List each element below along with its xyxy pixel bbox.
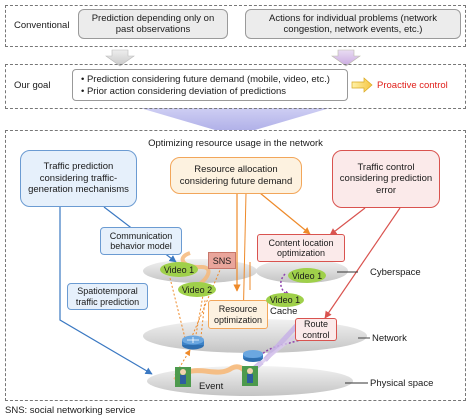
network-label: Network (372, 333, 407, 344)
conventional-panel (5, 5, 466, 47)
video1-cache: Video 1 (266, 293, 304, 307)
goal-label: Our goal (14, 80, 51, 91)
blue-arrow-to-physical (59, 207, 153, 375)
optimizing-panel (5, 130, 466, 401)
router-icon-left (182, 335, 204, 350)
purple-dotted-cache-arrow (280, 273, 293, 299)
optimizing-title: Optimizing resource usage in the network (148, 138, 323, 149)
traffic-control-box: Traffic control considering prediction e… (332, 150, 440, 208)
goal-bullets-box: • Prediction considering future demand (… (72, 69, 348, 101)
route-control-box: Route control (295, 318, 337, 341)
footnote: SNS: social networking service (5, 405, 136, 416)
person-icon-left (175, 367, 191, 387)
resource-optimization-box: Resource optimization (208, 300, 268, 329)
goal-bullet-1: • Prediction considering future demand (… (81, 74, 330, 85)
conventional-box-prediction: Prediction depending only on past observ… (78, 9, 228, 39)
video-flow-wave (180, 251, 211, 288)
cyberspace-label: Cyberspace (370, 267, 421, 278)
conventional-arrow-left (105, 49, 135, 67)
content-location-box: Content location optimization (257, 234, 345, 262)
cache-label: Cache (270, 306, 298, 317)
spatiotemporal-prediction-box: Spatiotemporal traffic prediction (67, 283, 148, 310)
person-icon-right (242, 366, 258, 386)
proactive-control-label: Proactive control (377, 80, 448, 91)
orange-arrow-to-content (259, 192, 311, 235)
communication-behavior-model-box: Communication behavior model (100, 227, 182, 255)
conventional-box-actions: Actions for individual problems (network… (245, 9, 461, 39)
resource-allocation-box: Resource allocation considering future d… (170, 157, 302, 194)
goal-bullet-2: • Prior action considering deviation of … (81, 86, 287, 97)
video1-cyber-right: Video 1 (288, 268, 326, 283)
event-label: Event (199, 381, 224, 392)
traffic-prediction-box: Traffic prediction considering traffic-g… (20, 150, 137, 207)
sns-box: SNS (208, 252, 236, 269)
video1-cyber-left: Video 1 (160, 262, 198, 277)
goal-panel (5, 64, 466, 109)
video2-cyber: Video 2 (178, 282, 216, 297)
conventional-label: Conventional (14, 20, 70, 31)
red-arrow-to-route (324, 207, 401, 319)
red-arrow-to-content (329, 207, 366, 236)
conventional-arrow-right (331, 49, 361, 67)
proactive-arrow-icon (351, 77, 373, 93)
physical-space-label: Physical space (370, 378, 434, 389)
router-icon-center (243, 350, 263, 362)
goal-funnel (140, 108, 330, 130)
